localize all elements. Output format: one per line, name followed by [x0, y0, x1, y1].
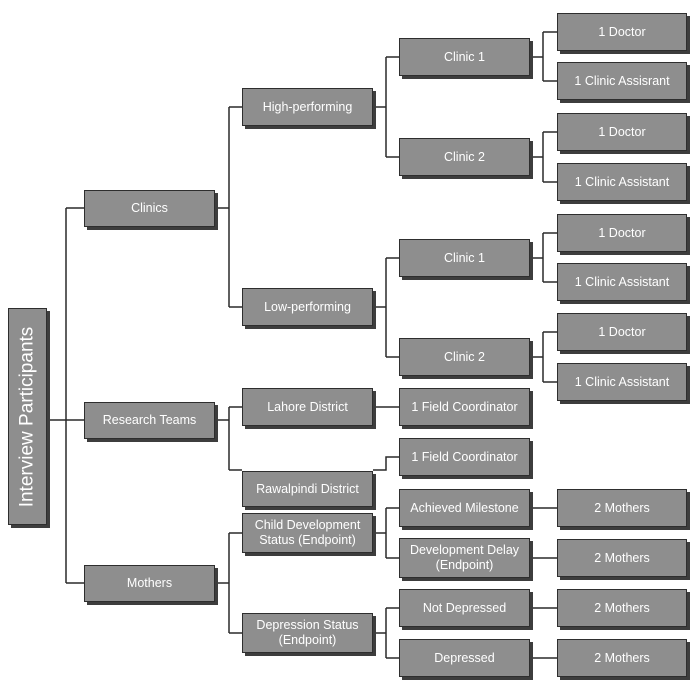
- node-low-clinic-2-assistant: 1 Clinic Assistant: [557, 363, 687, 401]
- node-not-depressed-mothers: 2 Mothers: [557, 589, 687, 627]
- node-rawalpindi-coordinator: 1 Field Coordinator: [399, 438, 530, 476]
- node-high-clinic-1-doctor: 1 Doctor: [557, 13, 687, 51]
- node-lahore-coordinator: 1 Field Coordinator: [399, 388, 530, 426]
- node-high-performing: High-performing: [242, 88, 373, 126]
- node-achieved-mothers: 2 Mothers: [557, 489, 687, 527]
- root-label: Interview Participants: [16, 326, 38, 507]
- node-low-performing: Low-performing: [242, 288, 373, 326]
- node-not-depressed: Not Depressed: [399, 589, 530, 627]
- node-low-clinic-1: Clinic 1: [399, 239, 530, 277]
- node-high-clinic-1: Clinic 1: [399, 38, 530, 76]
- node-achieved-milestone: Achieved Milestone: [399, 489, 530, 527]
- node-high-clinic-1-assistant: 1 Clinic Assisrant: [557, 62, 687, 100]
- node-depressed: Depressed: [399, 639, 530, 677]
- node-clinics: Clinics: [84, 190, 215, 227]
- node-rawalpindi-district: Rawalpindi District: [242, 471, 373, 507]
- node-development-delay: Development Delay (Endpoint): [399, 538, 530, 578]
- node-low-clinic-2-doctor: 1 Doctor: [557, 313, 687, 351]
- node-depression-status: Depression Status (Endpoint): [242, 613, 373, 653]
- node-depressed-mothers: 2 Mothers: [557, 639, 687, 677]
- node-delay-mothers: 2 Mothers: [557, 539, 687, 577]
- node-mothers: Mothers: [84, 565, 215, 602]
- node-research-teams: Research Teams: [84, 402, 215, 439]
- node-low-clinic-1-assistant: 1 Clinic Assistant: [557, 263, 687, 301]
- node-low-clinic-2: Clinic 2: [399, 338, 530, 376]
- node-lahore-district: Lahore District: [242, 388, 373, 426]
- node-high-clinic-2-assistant: 1 Clinic Assistant: [557, 163, 687, 201]
- node-high-clinic-2: Clinic 2: [399, 138, 530, 176]
- node-low-clinic-1-doctor: 1 Doctor: [557, 214, 687, 252]
- root-node: Interview Participants: [8, 308, 47, 525]
- node-child-development-status: Child Development Status (Endpoint): [242, 513, 373, 553]
- node-high-clinic-2-doctor: 1 Doctor: [557, 113, 687, 151]
